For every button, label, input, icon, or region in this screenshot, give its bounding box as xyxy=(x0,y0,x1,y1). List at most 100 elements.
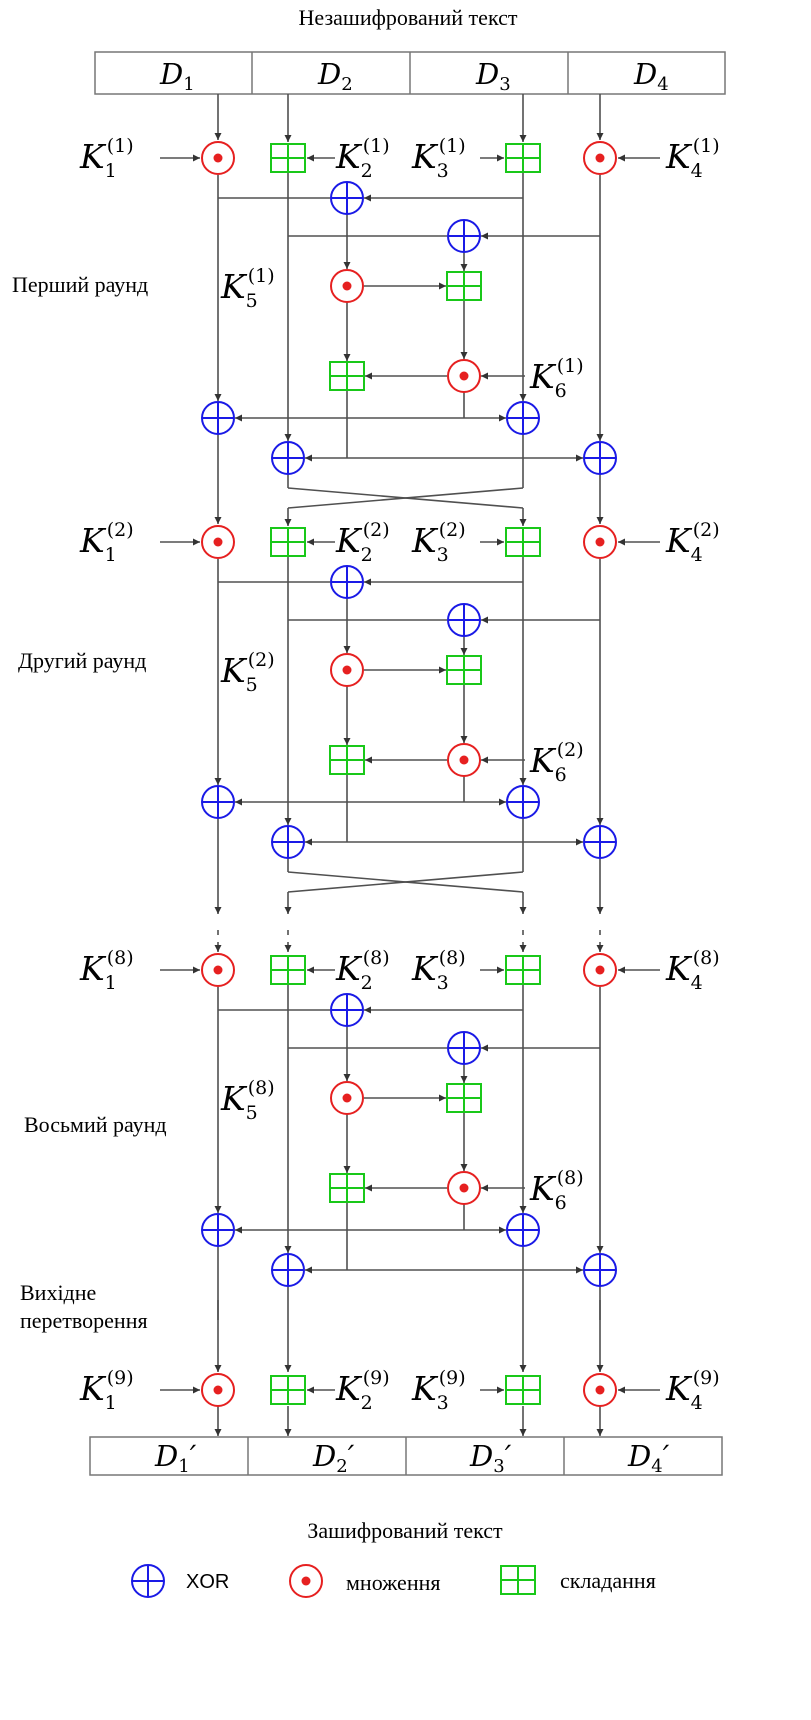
output-block-d1: D1′ xyxy=(154,1439,197,1477)
addition-icon xyxy=(329,1173,365,1203)
multiply-icon xyxy=(289,1564,323,1598)
addition-icon xyxy=(505,143,541,173)
addition-icon xyxy=(446,655,482,685)
ciphertext-title: Зашифрований текст xyxy=(307,1518,503,1543)
multiply-icon xyxy=(330,269,364,303)
key-k6: K6(8) xyxy=(529,1167,584,1214)
xor-icon xyxy=(583,1253,617,1287)
key-k5: K5(8) xyxy=(220,1077,275,1124)
addition-icon xyxy=(505,955,541,985)
output-block-d2: D2′ xyxy=(312,1439,355,1477)
output-transform-label-line2: перетворення xyxy=(20,1308,148,1333)
input-block-d4: D4 xyxy=(633,57,669,95)
xor-icon xyxy=(330,181,364,215)
addition-icon xyxy=(446,1083,482,1113)
key-k2: K2(9) xyxy=(335,1367,390,1414)
addition-icon xyxy=(270,1375,306,1405)
multiply-icon xyxy=(201,1373,235,1407)
addition-icon xyxy=(500,1565,536,1595)
round-label-2: Другий раунд xyxy=(18,648,146,673)
xor-icon xyxy=(131,1564,165,1598)
legend-add-label: складання xyxy=(560,1568,656,1593)
xor-icon xyxy=(201,785,235,819)
addition-icon xyxy=(446,271,482,301)
key-k3: K3(9) xyxy=(411,1367,466,1414)
multiply-icon xyxy=(201,525,235,559)
key-k2: K2(1) xyxy=(335,135,390,182)
multiply-icon xyxy=(583,525,617,559)
xor-icon xyxy=(330,993,364,1027)
key-k3: K3(8) xyxy=(411,947,466,994)
legend-mul-label: множення xyxy=(346,1570,441,1595)
plaintext-title: Незашифрований текст xyxy=(299,5,518,30)
input-block-d2: D2 xyxy=(317,57,353,95)
addition-icon xyxy=(270,527,306,557)
addition-icon xyxy=(270,143,306,173)
round-label-1: Перший раунд xyxy=(12,272,148,297)
xor-icon xyxy=(271,825,305,859)
multiply-icon xyxy=(583,953,617,987)
multiply-icon xyxy=(447,743,481,777)
operation-nodes xyxy=(201,141,617,1407)
key-k6: K6(2) xyxy=(529,739,584,786)
multiply-icon xyxy=(330,653,364,687)
xor-icon xyxy=(271,1253,305,1287)
multiply-icon xyxy=(201,953,235,987)
xor-icon xyxy=(506,401,540,435)
input-block-d3: D3 xyxy=(475,57,511,95)
input-blocks: D1 D2 D3 D4 xyxy=(94,51,726,95)
key-k5: K5(1) xyxy=(220,265,275,312)
input-block-d1: D1 xyxy=(159,57,195,95)
xor-icon xyxy=(131,1564,165,1598)
multiply-icon xyxy=(289,1564,323,1598)
xor-icon xyxy=(506,785,540,819)
addition-icon xyxy=(329,361,365,391)
key-k1: K1(8) xyxy=(79,947,134,994)
key-k3: K3(1) xyxy=(411,135,466,182)
connector-lines xyxy=(160,94,660,1436)
addition-icon xyxy=(270,955,306,985)
multiply-icon xyxy=(583,1373,617,1407)
xor-icon xyxy=(583,825,617,859)
addition-icon xyxy=(500,1565,536,1595)
multiply-icon xyxy=(447,359,481,393)
output-transform-label-line1: Вихідне xyxy=(20,1280,96,1305)
output-block-d4: D4′ xyxy=(627,1439,670,1477)
multiply-icon xyxy=(583,141,617,175)
xor-icon xyxy=(583,441,617,475)
xor-icon xyxy=(506,1213,540,1247)
connector-line xyxy=(287,487,524,509)
key-k4: K4(8) xyxy=(665,947,720,994)
xor-icon xyxy=(271,441,305,475)
round-label-8: Восьмий раунд xyxy=(24,1112,167,1137)
xor-icon xyxy=(447,219,481,253)
key-k2: K2(2) xyxy=(335,519,390,566)
xor-icon xyxy=(447,1031,481,1065)
round-keys: K1(1) K2(1) K3(1) K4(1) K5(1) K6(1) K1(2) K2(2)… xyxy=(79,135,720,1414)
output-blocks: D1′ D2′ D3′ D4′ xyxy=(89,1436,723,1477)
key-k4: K4(2) xyxy=(665,519,720,566)
key-k2: K2(8) xyxy=(335,947,390,994)
xor-icon xyxy=(201,401,235,435)
addition-icon xyxy=(505,527,541,557)
multiply-icon xyxy=(447,1171,481,1205)
key-k5: K5(2) xyxy=(220,649,275,696)
key-k1: K1(1) xyxy=(79,135,134,182)
xor-icon xyxy=(447,603,481,637)
key-k4: K4(9) xyxy=(665,1367,720,1414)
output-block-d3: D3′ xyxy=(469,1439,512,1477)
xor-icon xyxy=(201,1213,235,1247)
connector-line xyxy=(287,871,524,893)
key-k4: K4(1) xyxy=(665,135,720,182)
multiply-icon xyxy=(201,141,235,175)
addition-icon xyxy=(329,745,365,775)
key-k3: K3(2) xyxy=(411,519,466,566)
multiply-icon xyxy=(330,1081,364,1115)
xor-icon xyxy=(330,565,364,599)
addition-icon xyxy=(505,1375,541,1405)
legend-xor-label: XOR xyxy=(186,1571,229,1593)
key-k1: K1(9) xyxy=(79,1367,134,1414)
key-k1: K1(2) xyxy=(79,519,134,566)
key-k6: K6(1) xyxy=(529,355,584,402)
